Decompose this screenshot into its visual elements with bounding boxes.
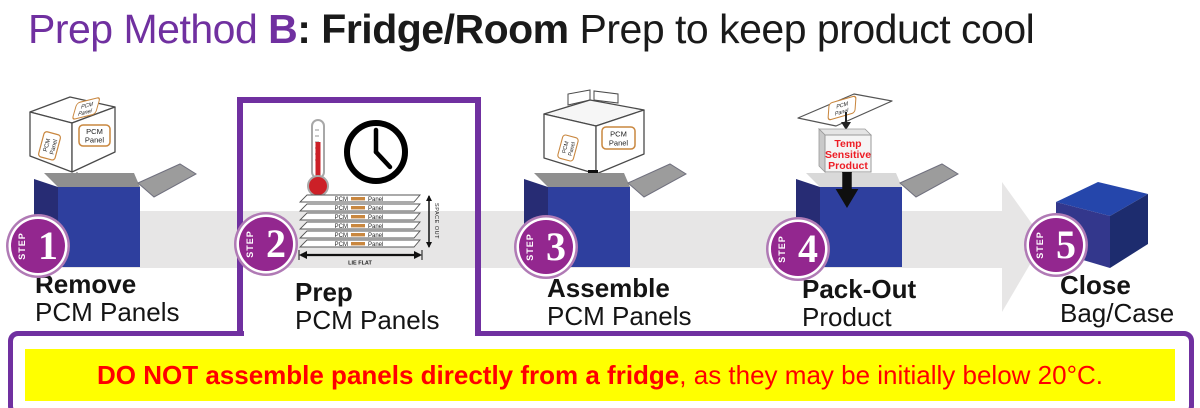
svg-text:Product: Product <box>828 160 868 172</box>
svg-text:Panel: Panel <box>368 206 383 212</box>
svg-text:Panel: Panel <box>368 215 383 221</box>
svg-text:Panel: Panel <box>85 136 105 145</box>
step-badge: STEP 4 <box>771 222 825 276</box>
page-title: Prep Method B: Fridge/Room Prep to keep … <box>28 2 1035 56</box>
title-suffix: Prep to keep product cool <box>568 6 1035 52</box>
step2-label: Prep PCM Panels <box>295 277 440 335</box>
svg-text:Panel: Panel <box>77 109 92 119</box>
svg-text:PCM: PCM <box>836 101 848 111</box>
warning-text: DO NOT assemble panels directly from a f… <box>97 360 1103 391</box>
step-badge: STEP 5 <box>1029 218 1083 272</box>
svg-text:PCM: PCM <box>80 102 94 111</box>
svg-text:PCM: PCM <box>610 130 627 139</box>
step-badge: STEP 2 <box>239 217 293 271</box>
svg-text:PCM: PCM <box>562 140 571 154</box>
svg-text:Panel: Panel <box>368 233 383 239</box>
panel-strip: PCM Panel <box>298 230 421 239</box>
warning-rest: , as they may be initially below 20°C. <box>679 359 1103 390</box>
panel-strip: PCM Panel <box>298 239 421 248</box>
svg-text:Panel: Panel <box>835 108 849 118</box>
svg-text:Panel: Panel <box>568 142 577 157</box>
panel-strip: PCM Panel <box>298 212 421 221</box>
step3-label: Assemble PCM Panels <box>547 273 692 331</box>
svg-text:PCM: PCM <box>335 242 348 248</box>
svg-text:PCM: PCM <box>43 138 52 152</box>
warning-bold: DO NOT assemble panels directly from a f… <box>96 359 680 390</box>
title-method-letter: B <box>268 6 298 52</box>
svg-text:PCM: PCM <box>335 233 348 239</box>
svg-text:Panel: Panel <box>609 139 629 148</box>
svg-text:Panel: Panel <box>368 197 383 203</box>
temp-product-text: Temp <box>834 138 861 150</box>
svg-text:PCM: PCM <box>335 197 348 203</box>
svg-text:Sensitive: Sensitive <box>825 149 871 161</box>
pcm-chip-text: PCM <box>86 127 103 136</box>
step-badge-word: STEP <box>17 232 27 260</box>
svg-text:Panel: Panel <box>368 224 383 230</box>
svg-text:PCM: PCM <box>335 206 348 212</box>
step5-label: Close Bag/Case <box>1060 270 1175 328</box>
step2-highlight-frame <box>237 97 481 336</box>
lie-flat-label: LIE FLAT <box>348 261 372 267</box>
panel-strip: PCM Panel <box>298 221 421 230</box>
title-method: Fridge/Room <box>321 6 569 52</box>
thermometer-icon <box>307 119 329 197</box>
lie-flat-arrow: LIE FLAT <box>298 250 423 267</box>
clock-icon <box>344 120 408 184</box>
title-colon: : <box>297 6 322 52</box>
flat-panel-icon: PCM Panel <box>797 93 893 127</box>
space-out-label: SPACE OUT <box>433 203 439 239</box>
open-pcm-box-icon: PCM Panel PCM Panel <box>543 89 645 175</box>
pack-arrow-overlay <box>835 172 859 208</box>
svg-text:Panel: Panel <box>368 242 383 248</box>
step-badge: STEP 3 <box>519 220 573 274</box>
frame-gap-mask <box>244 329 476 338</box>
svg-text:Panel: Panel <box>49 139 59 155</box>
step4-label: Pack-Out Product <box>802 274 917 332</box>
title-prefix: Prep Method <box>28 6 269 52</box>
panel-strip: PCM Panel <box>298 194 421 203</box>
svg-text:PCM: PCM <box>335 224 348 230</box>
step-badge-number: 1 <box>38 223 58 268</box>
thin-down-arrow-icon <box>841 112 851 130</box>
step1-label: Remove PCM Panels <box>35 269 180 327</box>
svg-text:PCM: PCM <box>335 215 348 221</box>
panel-strip: PCM Panel <box>298 203 421 212</box>
warning-frame <box>8 331 1194 408</box>
pcm-box-icon: PCM Panel PCM Panel PCM Panel <box>29 96 116 173</box>
warning-banner: DO NOT assemble panels directly from a f… <box>25 349 1175 401</box>
space-out-arrow: SPACE OUT <box>426 195 439 248</box>
step-badge: STEP 1 <box>11 219 65 273</box>
pcm-panel-stack: PCM Panel PCM Panel PCM Panel PCM Panel … <box>298 194 439 267</box>
